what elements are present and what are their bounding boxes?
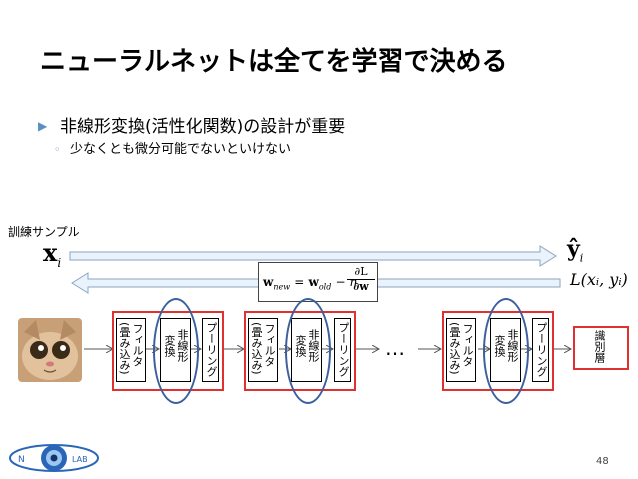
input-label: xi <box>43 238 62 270</box>
slide-title: ニューラルネットは全てを学習で決める <box>40 47 508 77</box>
triangle-bullet-icon: ▶ <box>38 119 48 133</box>
bullet-level2-text: 少なくとも微分可能でないといけない <box>70 142 292 157</box>
highlight-ellipse <box>153 298 199 404</box>
pooling-box: プーリング <box>532 318 549 382</box>
svg-text:N: N <box>18 455 25 465</box>
filter-box: フィルタ (畳み込み) <box>446 318 476 382</box>
highlight-ellipse <box>483 298 529 404</box>
bullet-level1-text: 非線形変換(活性化関数)の設計が重要 <box>60 117 346 137</box>
highlight-ellipse <box>285 298 331 404</box>
filter-box: フィルタ (畳み込み) <box>248 318 278 382</box>
train-sample-label: 訓練サンプル <box>8 225 80 239</box>
pooling-box: プーリング <box>202 318 219 382</box>
weight-update-formula: wnew = wold − η ∂L ∂w <box>258 262 378 302</box>
svg-text:LAB: LAB <box>72 455 88 464</box>
page-number: 48 <box>596 456 609 467</box>
bullet-level1: ▶ 非線形変換(活性化関数)の設計が重要 <box>38 112 345 137</box>
lab-logo: N LAB <box>9 444 99 472</box>
input-cat-image <box>18 318 82 382</box>
output-label: ŷi <box>567 236 584 265</box>
gradient-fraction: ∂L ∂w <box>347 265 375 293</box>
loss-label: L(xᵢ, yᵢ) <box>570 270 628 289</box>
forward-arrow <box>69 245 557 267</box>
classifier-box: 識別層 <box>573 326 629 370</box>
ellipsis: … <box>385 336 407 360</box>
pooling-box: プーリング <box>334 318 351 382</box>
filter-box: フィルタ (畳み込み) <box>116 318 146 382</box>
bullet-level2: ◦ 少なくとも微分可能でないといけない <box>54 138 291 157</box>
circle-bullet-icon: ◦ <box>54 143 61 156</box>
